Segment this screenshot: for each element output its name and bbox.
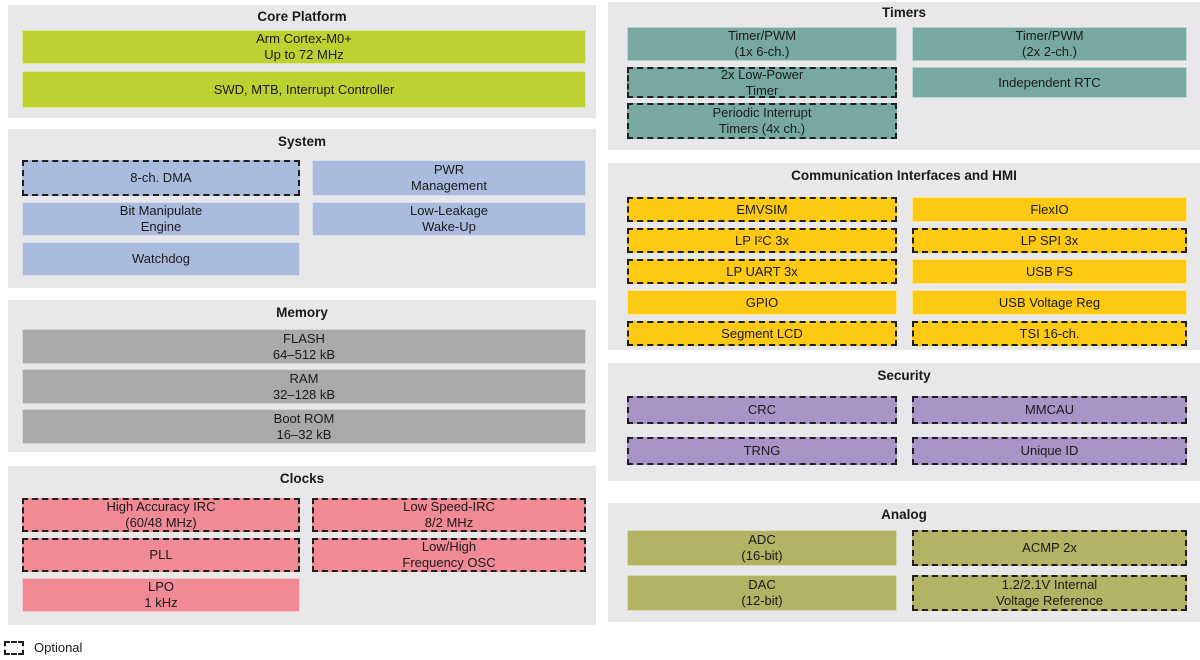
block-internal-voltage-reference: 1.2/2.1V Internal Voltage Reference [912, 575, 1187, 611]
section-comm-hmi: Communication Interfaces and HMI EMVSIM … [608, 163, 1200, 350]
block-2x-low-power-timer: 2x Low-Power Timer [627, 67, 897, 98]
block-dac-12bit: DAC (12-bit) [627, 575, 897, 611]
section-timers: Timers Timer/PWM (1x 6-ch.) Timer/PWM (2… [608, 2, 1200, 150]
block-8ch-dma: 8-ch. DMA [22, 160, 300, 196]
block-swd-mtb-interrupt-controller: SWD, MTB, Interrupt Controller [22, 71, 586, 108]
section-title-core-platform: Core Platform [257, 9, 347, 24]
section-title-analog: Analog [881, 507, 927, 522]
section-clocks: Clocks High Accuracy IRC (60/48 MHz) Low… [8, 466, 596, 625]
block-usb-fs: USB FS [912, 259, 1187, 284]
section-title-memory: Memory [276, 305, 328, 320]
section-title-timers: Timers [881, 5, 927, 20]
block-flexio: FlexIO [912, 197, 1187, 222]
block-low-speed-irc: Low Speed-IRC 8/2 MHz [312, 498, 586, 532]
section-security: Security CRC MMCAU TRNG Unique ID [608, 363, 1200, 481]
block-trng: TRNG [627, 437, 897, 465]
block-independent-rtc: Independent RTC [912, 67, 1187, 98]
block-ram: RAM 32–128 kB [22, 369, 586, 404]
block-unique-id: Unique ID [912, 437, 1187, 465]
block-high-accuracy-irc: High Accuracy IRC (60/48 MHz) [22, 498, 300, 532]
block-gpio: GPIO [627, 290, 897, 315]
block-flash: FLASH 64–512 kB [22, 329, 586, 364]
block-acmp-2x: ACMP 2x [912, 530, 1187, 566]
block-lp-uart-3x: LP UART 3x [627, 259, 897, 284]
legend-optional-label: Optional [34, 640, 83, 655]
block-lp-i2c-3x: LP I²C 3x [627, 228, 897, 253]
section-title-system: System [277, 134, 327, 149]
block-tsi-16ch: TSI 16-ch. [912, 321, 1187, 346]
section-memory: Memory FLASH 64–512 kB RAM 32–128 kB Boo… [8, 300, 596, 452]
section-core-platform: Core Platform Arm Cortex-M0+ Up to 72 MH… [8, 5, 596, 118]
block-emvsim: EMVSIM [627, 197, 897, 222]
block-periodic-interrupt-timers: Periodic Interrupt Timers (4x ch.) [627, 103, 897, 139]
section-system: System 8-ch. DMA PWR Management Bit Mani… [8, 129, 596, 288]
block-watchdog: Watchdog [22, 242, 300, 276]
block-arm-cortex-m0plus: Arm Cortex-M0+ Up to 72 MHz [22, 30, 586, 64]
section-title-clocks: Clocks [279, 471, 325, 486]
block-timer-pwm-2x2ch: Timer/PWM (2x 2-ch.) [912, 27, 1187, 61]
block-boot-rom: Boot ROM 16–32 kB [22, 409, 586, 444]
block-usb-voltage-reg: USB Voltage Reg [912, 290, 1187, 315]
optional-dashed-box-icon [4, 640, 24, 655]
block-low-leakage-wake-up: Low-Leakage Wake-Up [312, 202, 586, 236]
section-analog: Analog ADC (16-bit) ACMP 2x DAC (12-bit)… [608, 503, 1200, 622]
block-mmcau: MMCAU [912, 396, 1187, 424]
block-bit-manipulate-engine: Bit Manipulate Engine [22, 202, 300, 236]
section-title-comm-hmi: Communication Interfaces and HMI [791, 168, 1017, 183]
block-low-high-frequency-osc: Low/High Frequency OSC [312, 538, 586, 572]
block-lpo: LPO 1 kHz [22, 578, 300, 612]
block-segment-lcd: Segment LCD [627, 321, 897, 346]
block-adc-16bit: ADC (16-bit) [627, 530, 897, 566]
block-pwr-management: PWR Management [312, 160, 586, 196]
block-pll: PLL [22, 538, 300, 572]
legend-optional: Optional [4, 640, 82, 655]
block-lp-spi-3x: LP SPI 3x [912, 228, 1187, 253]
block-timer-pwm-1x6ch: Timer/PWM (1x 6-ch.) [627, 27, 897, 61]
section-title-security: Security [877, 368, 931, 383]
block-crc: CRC [627, 396, 897, 424]
